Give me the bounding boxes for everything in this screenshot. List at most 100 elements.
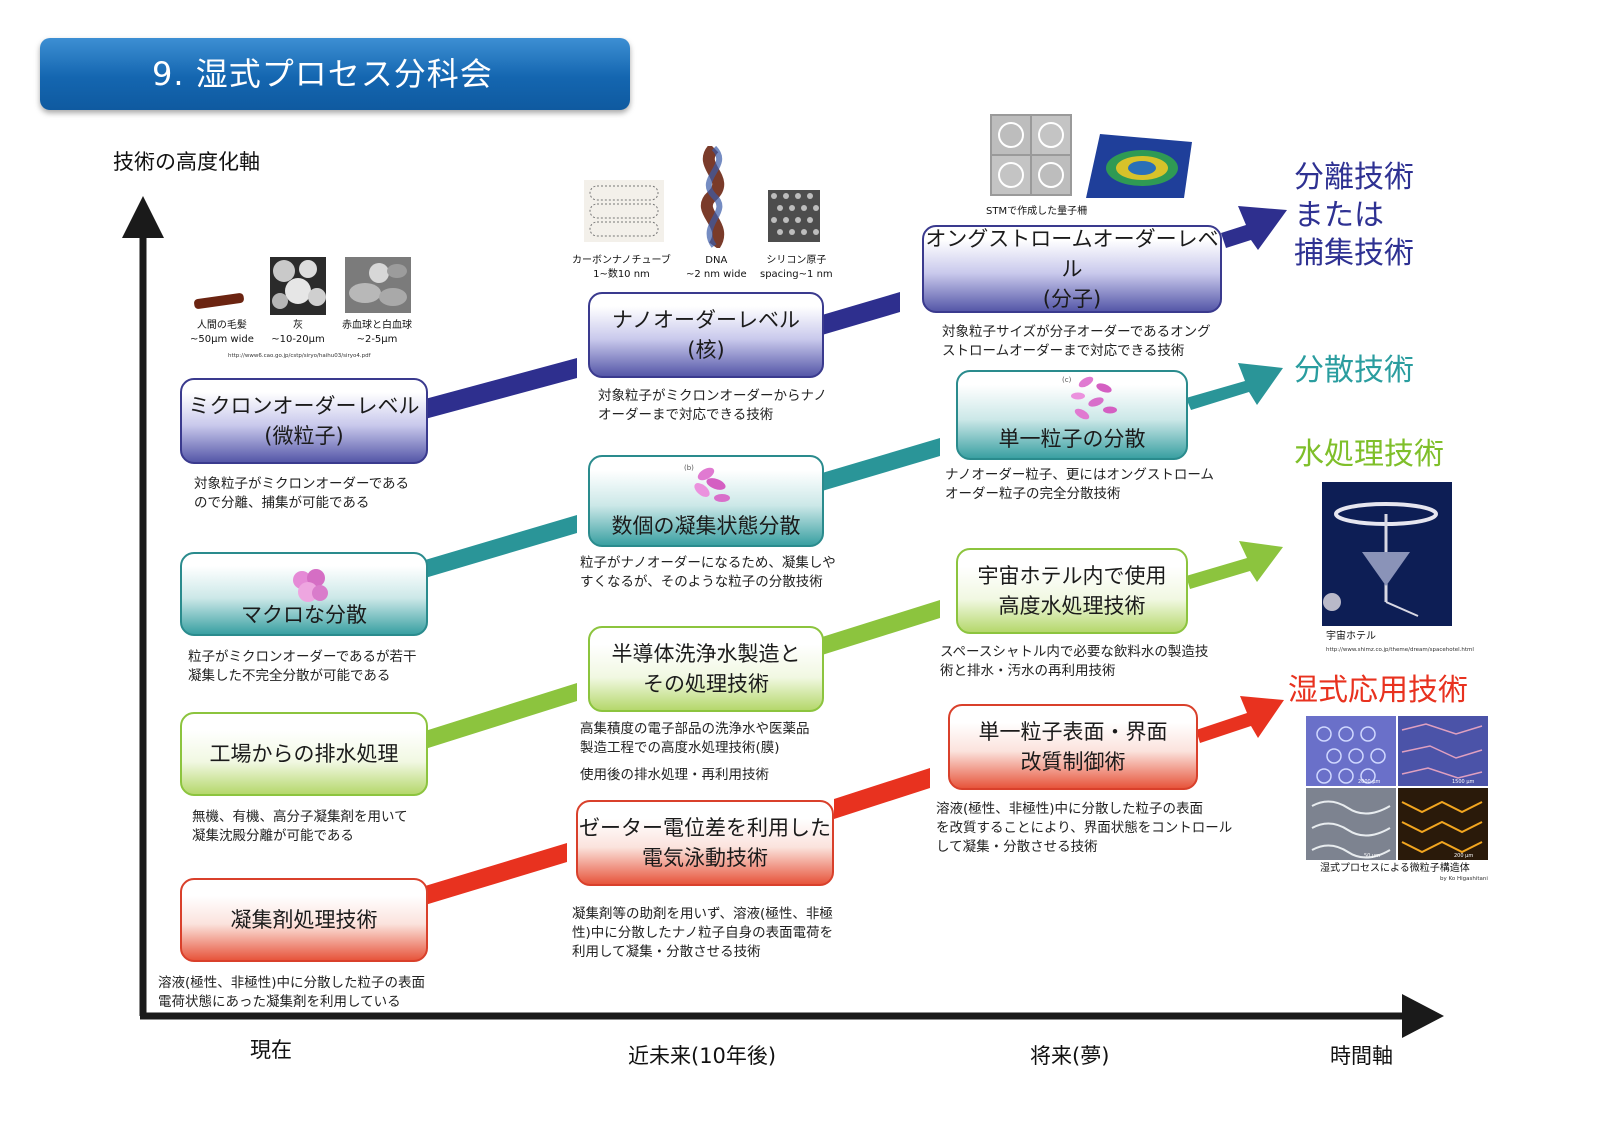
- stage-single-dispersion: 単一粒子の分散: [956, 370, 1188, 460]
- caption-name: DNA: [705, 255, 728, 266]
- nanotube-image: [584, 180, 664, 242]
- caption-silicon: シリコン原子 spacing~1 nm: [760, 254, 833, 282]
- caption-name: 人間の毛髪: [196, 320, 247, 331]
- x-axis-arrowhead: [1402, 994, 1444, 1038]
- space-hotel-image: [1322, 482, 1452, 626]
- caption-space-hotel: 宇宙ホテル: [1326, 631, 1376, 642]
- stage-line: その処理技術: [643, 672, 769, 696]
- water-connector-2: [822, 600, 940, 655]
- stage-line: 宇宙ホテル内で使用: [977, 564, 1167, 588]
- stm-3d-image: [1086, 134, 1192, 198]
- stage-semiconductor-water: 半導体洗浄水製造と その処理技術: [588, 626, 824, 712]
- caption-name: カーボンナノチューブ: [572, 255, 671, 266]
- desc-line: 粒子がナノオーダーになるため、凝集しや: [580, 555, 836, 571]
- stage-line: (分子): [1042, 287, 1102, 311]
- desc-line: を改質することにより、界面状態をコントロール: [936, 820, 1233, 836]
- x-tick-present: 現在: [250, 1038, 292, 1062]
- caption-size: 1~数10 nm: [593, 269, 650, 280]
- desc-line: 粒子がミクロンオーダーであるが若干: [188, 649, 417, 665]
- y-axis-label: 技術の高度化軸: [113, 150, 260, 174]
- silicon-atoms-image: [768, 190, 820, 242]
- stage-aggregate-desc: 粒子がナノオーダーになるため、凝集しや すくなるが、そのような粒子の分散技術: [580, 554, 836, 592]
- dna-image: [700, 146, 725, 248]
- dispersion-connector-1: [425, 515, 577, 578]
- stage-macro-desc: 粒子がミクロンオーダーであるが若干 凝集した不完全分散が可能である: [188, 648, 417, 686]
- separation-connector-2: [822, 292, 900, 335]
- particle-structure-image: 2000 μm 1500 μm 50 μm 200 μm: [1306, 716, 1488, 860]
- stage-line: 単一粒子表面・界面: [978, 720, 1168, 744]
- stm-quantum-corral-image: [990, 114, 1072, 196]
- stage-surface-desc: 溶液(極性、非極性)中に分散した粒子の表面 を改質することにより、界面状態をコン…: [936, 800, 1232, 857]
- desc-line: 電荷状態にあった凝集剤を利用している: [158, 994, 401, 1010]
- stage-line: オングストロームオーダーレベル: [925, 227, 1219, 281]
- particle-structure-credit: by Ko Higashitani: [1440, 876, 1488, 882]
- dispersion-connector-2: [822, 438, 940, 491]
- stage-flocculant-treatment: 凝集剤処理技術: [180, 878, 428, 962]
- stage-semiconductor-desc: 高集積度の電子部品の洗浄水や医薬品 製造工程での高度水処理技術(膜): [580, 720, 810, 758]
- desc-line: スペースシャトル内で必要な飲料水の製造技: [940, 644, 1209, 660]
- caption-size: ~50μm wide: [190, 334, 254, 345]
- hair-image: [194, 293, 244, 309]
- desc-line: 凝集剤等の助剤を用いず、溶液(極性、非極: [572, 906, 833, 922]
- desc-line: 溶液(極性、非極性)中に分散した粒子の表面: [158, 975, 426, 991]
- desc-line: オーダーまで対応できる技術: [598, 407, 774, 423]
- category-separation: 分離技術 または 捕集技術: [1294, 159, 1414, 273]
- desc-line: 性)中に分散したナノ粒子自身の表面電荷を: [572, 925, 834, 941]
- desc-line: すくなるが、そのような粒子の分散技術: [580, 574, 823, 590]
- stage-semiconductor-desc2: 使用後の排水処理・再利用技術: [580, 767, 769, 783]
- stage-line: 電気泳動技術: [642, 846, 768, 870]
- macro-particle-image: [293, 569, 328, 602]
- svg-text:(b): (b): [684, 464, 694, 472]
- water-connector-1: [425, 683, 577, 749]
- stage-nano-desc: 対象粒子がミクロンオーダーからナノ オーダーまで対応できる技術: [598, 387, 827, 425]
- category-line: または: [1294, 198, 1384, 233]
- stage-line: 数個の凝集状態分散: [611, 514, 801, 538]
- stage-flocculant-desc: 溶液(極性、非極性)中に分散した粒子の表面 電荷状態にあった凝集剤を利用している: [158, 974, 425, 1012]
- stage-line: (核): [687, 338, 725, 362]
- stage-angstrom-desc: 対象粒子サイズが分子オーダーであるオング ストロームオーダーまで対応できる技術: [942, 323, 1211, 361]
- caption-name: 赤血球と白血球: [342, 320, 412, 331]
- caption-particle-structure: 湿式プロセスによる微粒子構造体: [1320, 863, 1470, 874]
- stage-zeta-desc: 凝集剤等の助剤を用いず、溶液(極性、非極 性)中に分散したナノ粒子自身の表面電荷…: [572, 905, 833, 962]
- stage-line: ミクロンオーダーレベル: [188, 394, 420, 418]
- application-connector-1: [425, 843, 567, 905]
- caption-size: ~2-5μm: [356, 334, 398, 345]
- stage-single-desc: ナノオーダー粒子、更にはオングストローム オーダー粒子の完全分散技術: [945, 466, 1214, 504]
- stage-angstrom-level: オングストロームオーダーレベル (分子): [922, 225, 1222, 313]
- stage-line: 単一粒子の分散: [998, 427, 1146, 451]
- caption-stm: STMで作成した量子柵: [986, 206, 1088, 217]
- x-axis-label: 時間軸: [1330, 1044, 1393, 1068]
- caption-blood: 赤血球と白血球 ~2-5μm: [342, 319, 412, 347]
- svg-text:(c): (c): [1062, 376, 1072, 384]
- stage-zeta-electrophoresis: ゼーター電位差を利用した 電気泳動技術: [576, 800, 834, 886]
- caption-name: シリコン原子: [766, 255, 827, 266]
- caption-dna: DNA ~2 nm wide: [686, 254, 747, 282]
- scale-label: 2000 μm: [1358, 779, 1380, 785]
- category-line: 捕集技術: [1294, 236, 1414, 271]
- scale-label: 50 μm: [1364, 853, 1380, 859]
- desc-line: ので分離、捕集が可能である: [194, 495, 370, 511]
- space-hotel-url: http://www.shimz.co.jp/theme/dream/space…: [1326, 647, 1474, 653]
- desc-line: 製造工程での高度水処理技術(膜): [580, 740, 780, 756]
- caption-size: ~2 nm wide: [686, 269, 747, 280]
- desc-line: 高集積度の電子部品の洗浄水や医薬品: [580, 721, 810, 737]
- stage-line: 半導体洗浄水製造と: [611, 642, 801, 666]
- desc-line: 対象粒子サイズが分子オーダーであるオング: [942, 324, 1211, 340]
- desc-line: 対象粒子がミクロンオーダーである: [194, 476, 410, 492]
- desc-line: 利用して凝集・分散させる技術: [572, 944, 761, 960]
- stage-line: 高度水処理技術: [998, 594, 1146, 618]
- desc-line: 凝集した不完全分散が可能である: [188, 668, 391, 684]
- stage-line: 改質制御術: [1020, 750, 1126, 774]
- desc-line: ストロームオーダーまで対応できる技術: [942, 343, 1185, 359]
- stage-line: ナノオーダーレベル: [612, 308, 800, 332]
- dispersion-arrow: [1186, 363, 1283, 410]
- stage-surface-modification: 単一粒子表面・界面 改質制御術: [948, 704, 1198, 790]
- micron-source-url: http://www6.cao.go.jp/cstp/siryo/haihu03…: [228, 353, 371, 359]
- desc-line: 対象粒子がミクロンオーダーからナノ: [598, 388, 827, 404]
- stage-line: マクロな分散: [241, 603, 367, 627]
- stage-micron-desc: 対象粒子がミクロンオーダーである ので分離、捕集が可能である: [194, 475, 409, 513]
- application-connector-2: [834, 768, 930, 819]
- stage-space-hotel-desc: スペースシャトル内で必要な飲料水の製造技 術と排水・汚水の再利用技術: [940, 643, 1208, 681]
- water-arrow: [1186, 541, 1283, 589]
